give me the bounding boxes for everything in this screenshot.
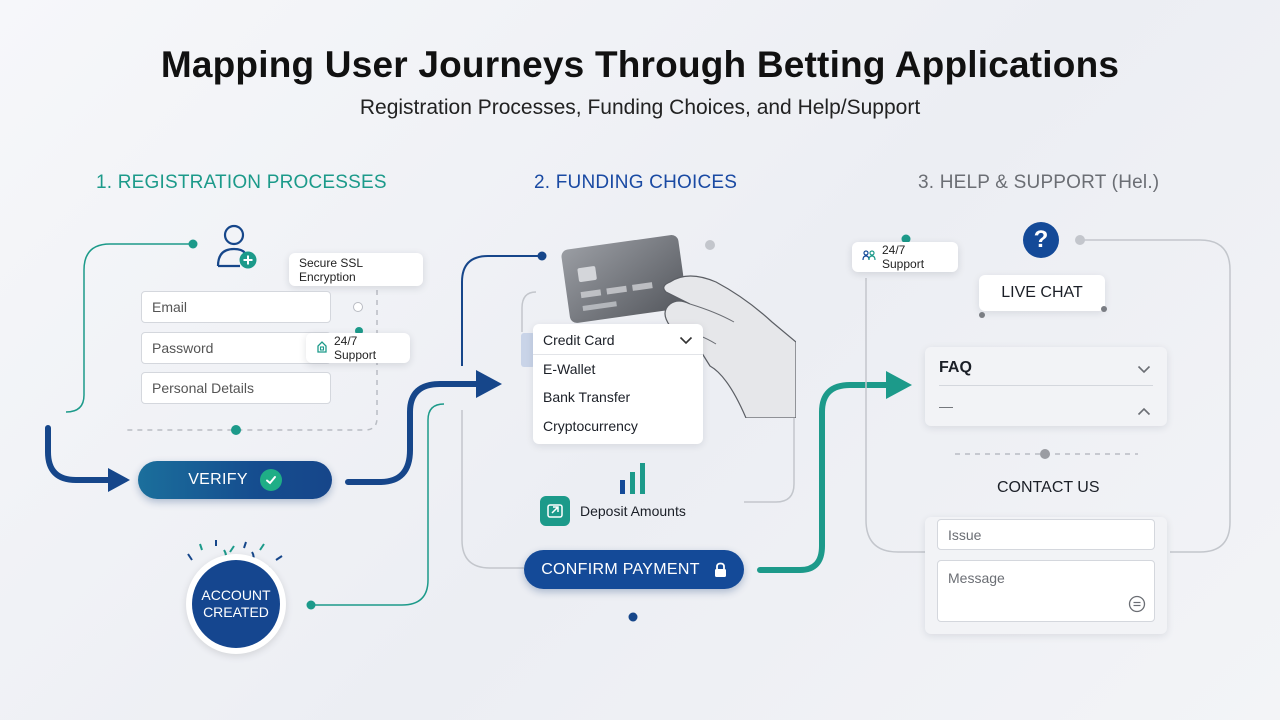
option-cryptocurrency[interactable]: Cryptocurrency	[543, 418, 638, 434]
support-badge-label: 24/7 Support	[882, 243, 925, 271]
dropdown-selected[interactable]: Credit Card	[543, 332, 693, 348]
ssl-badge-label: Secure SSL Encryption	[299, 255, 363, 284]
issue-placeholder: Issue	[948, 526, 982, 543]
chevron-down-icon	[679, 332, 693, 348]
account-created-line2: CREATED	[203, 604, 269, 620]
lock-icon	[714, 562, 727, 578]
faq-accordion[interactable]: FAQ —	[925, 347, 1167, 426]
help-symbol: ?	[1033, 226, 1049, 253]
section-heading-funding: 2. FUNDING CHOICES	[534, 172, 738, 193]
confirm-payment-button[interactable]: CONFIRM PAYMENT	[524, 550, 744, 589]
dropdown-divider	[533, 354, 703, 355]
message-placeholder: Message	[948, 570, 1005, 586]
support-people-icon	[862, 249, 876, 265]
connector-node	[353, 302, 363, 312]
faq-divider	[939, 385, 1153, 386]
payment-method-dropdown[interactable]: Credit Card E-Wallet Bank Transfer Crypt…	[533, 324, 703, 444]
selected-option-label: Credit Card	[543, 332, 615, 348]
option-e-wallet[interactable]: E-Wallet	[543, 361, 596, 377]
hand-holding-card-illustration	[520, 226, 797, 419]
password-placeholder: Password	[152, 340, 214, 356]
faq-collapsed-item[interactable]: —	[939, 398, 953, 414]
contact-us-label: CONTACT US	[997, 479, 1100, 496]
live-chat-label: LIVE CHAT	[1001, 284, 1083, 301]
page-subtitle: Registration Processes, Funding Choices,…	[359, 96, 921, 119]
issue-field[interactable]: Issue	[937, 519, 1155, 550]
chat-bubble-icon[interactable]	[1128, 595, 1146, 618]
live-chat-button[interactable]: LIVE CHAT	[979, 275, 1105, 311]
chevron-up-icon[interactable]	[1137, 403, 1151, 421]
card-slot-marker	[521, 333, 535, 367]
contact-form: Issue Message	[925, 517, 1167, 634]
connector-node	[355, 327, 363, 335]
message-field[interactable]: Message	[937, 560, 1155, 622]
personal-details-placeholder: Personal Details	[152, 380, 254, 396]
ssl-encryption-badge: Secure SSL Encryption	[289, 253, 423, 286]
section-heading-registration: 1. REGISTRATION PROCESSES	[96, 172, 387, 193]
email-field[interactable]: Email	[141, 291, 331, 323]
chat-bubble-icon	[979, 312, 985, 318]
account-created-line1: ACCOUNT	[201, 587, 271, 603]
account-created-circle: ACCOUNT CREATED	[192, 560, 280, 648]
deposit-icon	[540, 496, 570, 526]
section-heading-support: 3. HELP & SUPPORT (Hel.)	[918, 172, 1160, 193]
question-icon[interactable]: ?	[1023, 222, 1059, 258]
personal-details-field[interactable]: Personal Details	[141, 372, 331, 404]
user-add-icon	[214, 222, 260, 270]
support-badge-help: 24/7 Support	[852, 242, 958, 272]
bar-chart-icon	[618, 460, 648, 494]
verify-button[interactable]: VERIFY	[138, 461, 332, 499]
verify-label: VERIFY	[188, 471, 248, 488]
page-title: Mapping User Journeys Through Betting Ap…	[160, 44, 1120, 85]
account-created-badge: ACCOUNT CREATED	[186, 554, 286, 654]
support-badge-registration: 24/7 Support	[306, 333, 410, 363]
confirm-payment-label: CONFIRM PAYMENT	[541, 560, 700, 578]
option-bank-transfer[interactable]: Bank Transfer	[543, 389, 631, 405]
deposit-amounts-label: Deposit Amounts	[580, 503, 686, 519]
faq-label: FAQ	[939, 359, 972, 376]
support-badge-label: 24/7 Support	[334, 334, 377, 362]
chat-tail-dot	[1101, 306, 1107, 312]
chevron-down-icon[interactable]	[1137, 361, 1151, 379]
email-placeholder: Email	[152, 299, 188, 315]
check-icon	[259, 469, 282, 491]
password-field[interactable]: Password	[141, 332, 331, 364]
support-people-icon	[316, 340, 328, 356]
